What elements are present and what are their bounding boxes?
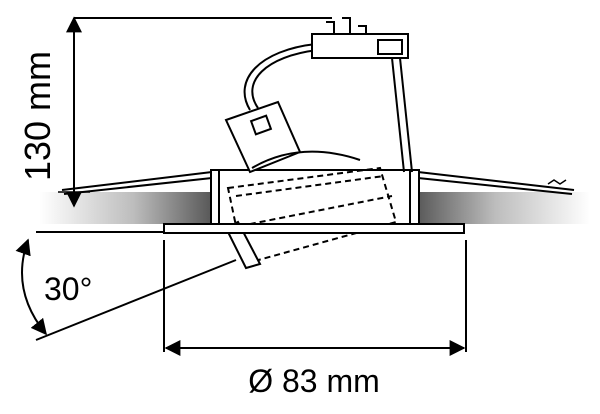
height-dimension-label: 130 mm [17,51,58,181]
trim-ring [163,223,465,234]
height-dimension [58,16,332,208]
wires [243,43,319,111]
diameter-dimension [163,240,467,356]
housing [210,169,420,227]
diameter-dimension-label: Ø 83 mm [248,363,380,399]
connector-block [311,17,413,173]
ceiling-shadow [40,192,590,224]
angle-dimension [15,231,237,341]
lamp-holder [224,100,361,174]
angle-dimension-label: 30° [44,271,92,307]
